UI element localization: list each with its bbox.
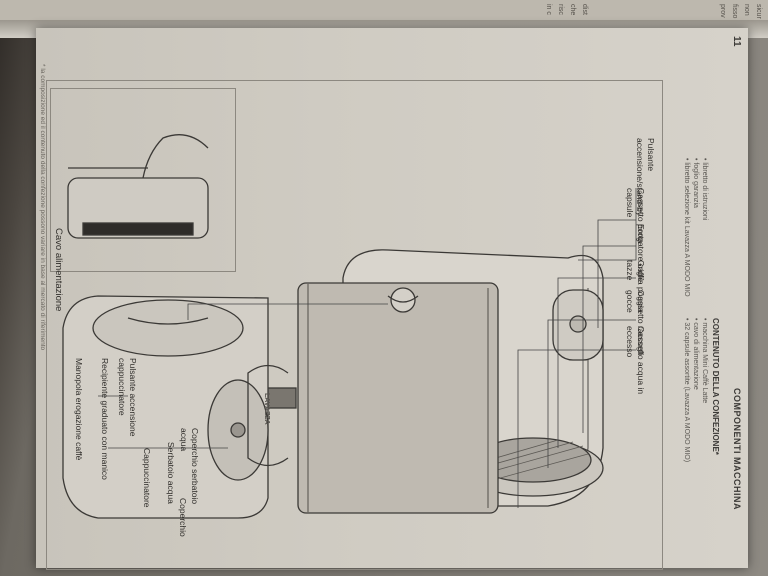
previous-page-text: dist bbox=[581, 4, 588, 15]
previous-page-text: prov bbox=[719, 4, 726, 18]
footnote: * la composizione ed il contenuto della … bbox=[39, 64, 46, 351]
callout-cappuccinatore: Cappuccinatore bbox=[142, 448, 152, 508]
callout-water-tank: Serbatoio acqua bbox=[166, 442, 176, 504]
brand-mark: LAVAZZA bbox=[263, 393, 270, 425]
manual-sheet: COMPONENTI MACCHINA 11 CONTENUTO DELLA C… bbox=[36, 28, 748, 570]
previous-page-text: non bbox=[743, 4, 750, 16]
previous-page-text: fisso bbox=[731, 4, 738, 19]
previous-page-text: sicur bbox=[755, 4, 762, 19]
callout-cappuccinatore-button: Pulsante accensione cappuccinatore bbox=[117, 358, 138, 437]
callout-graduated-jug: Recipiente graduato con manico bbox=[100, 358, 110, 480]
machine-diagram bbox=[62, 134, 637, 519]
callout-coffee-knob: Manopola erogazione caffè bbox=[74, 358, 84, 461]
previous-page-text: che bbox=[569, 4, 576, 16]
callout-lid: Coperchio bbox=[178, 498, 188, 537]
callout-power-cable: Cavo alimentazione bbox=[53, 228, 64, 312]
callout-excess-water-drawer: Cassetto acqua in eccesso bbox=[625, 326, 646, 395]
previous-page-text: risc bbox=[557, 4, 564, 15]
previous-page-text: in c bbox=[545, 4, 552, 15]
